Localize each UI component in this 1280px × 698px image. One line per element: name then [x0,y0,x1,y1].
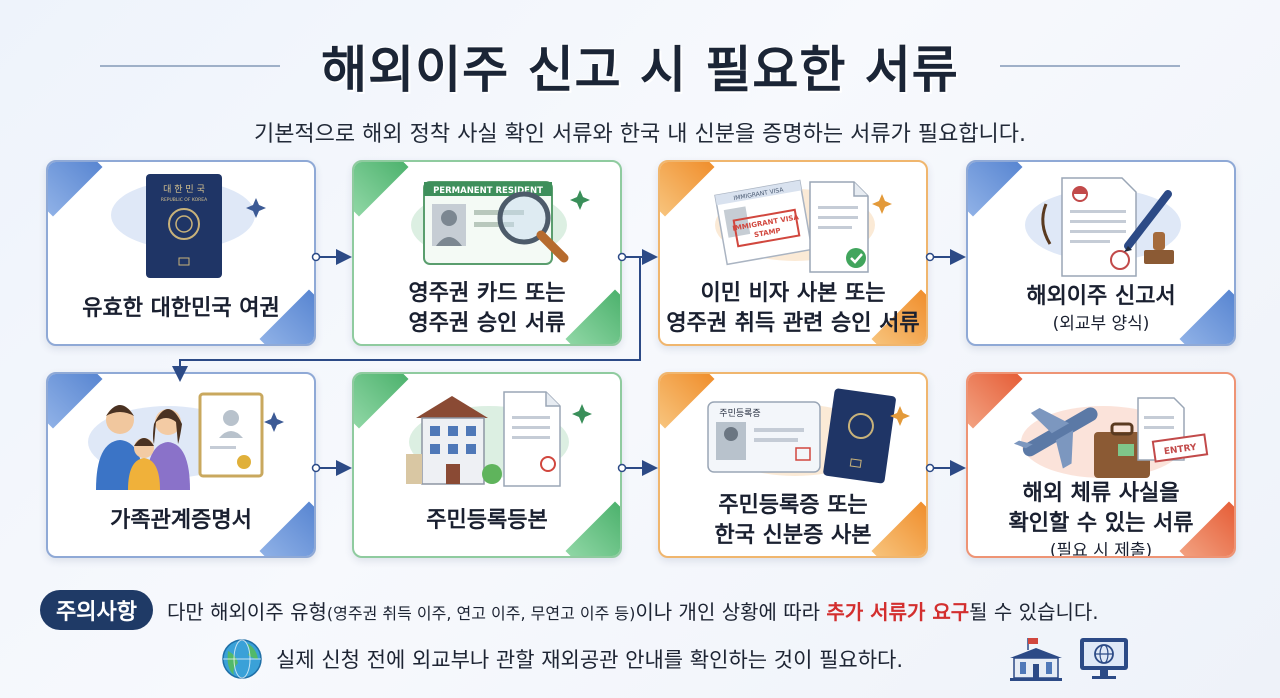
card-label-line2: 확인할 수 있는 서류 [1008,511,1194,536]
footer-text: 실제 신청 전에 외교부나 관할 재외공관 안내를 확인하는 것이 필요하다. [276,648,904,672]
card-id-copy: 주민등록증 주민등록증 또는 한국 신분증 사본 [658,372,928,558]
card-label-line1: 주민등록증 또는 [718,493,868,518]
plane-luggage-icon: ENTRY [1013,397,1209,478]
card-pr-card: PERMANENT RESIDENT 영주권 카드 또는 영주권 승인 서류 [352,160,622,346]
visa-document-icon: IMMIGRANT VISA IMMIGRANT VISA STAMP [714,179,892,273]
card-label-sub: (외교부 양식) [1052,314,1150,334]
card-overseas-stay: ENTRY 해외 체류 사실을 확인할 수 있는 서류 (필요 시 제출) [966,372,1236,558]
notice-text: 다만 해외이주 유형(영주권 취득 이주, 연고 이주, 무연고 이주 등)이나… [167,596,1099,625]
card-label-line1: 해외 체류 사실을 [1022,481,1180,506]
card-label-sub: (필요 시 제출) [1049,541,1153,558]
monitor-globe-icon [1080,638,1128,679]
card-label: 유효한 대한민국 여권 [82,296,280,321]
passport-icon: 대 한 민 국 REPUBLIC OF KOREA [111,174,266,278]
page-subtitle: 기본적으로 해외 정착 사실 확인 서류와 한국 내 신분을 증명하는 서류가 … [253,122,1027,147]
title-divider-right [1000,65,1180,67]
card-passport: 대 한 민 국 REPUBLIC OF KOREA 유효한 대한민국 여권 [46,160,316,346]
footer-row: 실제 신청 전에 외교부나 관할 재외공관 안내를 확인하는 것이 필요하다. [220,636,903,682]
family-certificate-icon [88,392,284,490]
card-label-line2: 영주권 취득 관련 승인 서류 [666,311,920,336]
card-label: 주민등록등본 [426,508,548,533]
svg-text:REPUBLIC OF KOREA: REPUBLIC OF KOREA [161,197,208,203]
building-document-icon [406,391,592,487]
card-resident-register: 주민등록등본 [352,372,622,558]
page-title: 해외이주 신고 시 필요한 서류 [321,41,959,99]
card-emigration-report: 해외이주 신고서 (외교부 양식) [966,160,1236,346]
globe-icon [222,639,262,679]
pr-card-magnifier-icon: PERMANENT RESIDENT [411,181,590,265]
svg-text:ENTRY: ENTRY [1163,443,1197,458]
card-visa: IMMIGRANT VISA IMMIGRANT VISA STAMP 이민 비… [658,160,928,346]
card-label-line2: 영주권 승인 서류 [408,311,566,336]
card-label-line2: 한국 신분증 사본 [714,523,872,548]
card-family-relation: 가족관계증명서 [46,372,316,558]
id-card-passport-icon: 주민등록증 [707,388,910,484]
svg-text:주민등록증: 주민등록증 [719,408,760,419]
svg-text:대 한 민 국: 대 한 민 국 [163,184,205,195]
notice-text-a: 다만 해외이주 유형 [166,599,327,624]
title-divider-left [100,65,280,67]
card-label-line1: 해외이주 신고서 [1026,284,1176,309]
title-area: 해외이주 신고 시 필요한 서류 [0,30,1280,100]
form-pen-stamp-icon [1025,177,1181,277]
card-label: 가족관계증명서 [110,508,252,533]
card-label-line1: 영주권 카드 또는 [408,281,566,306]
notice-text-highlight: 추가 서류가 요구 [826,599,970,624]
svg-text:PERMANENT RESIDENT: PERMANENT RESIDENT [433,186,543,196]
notice-text-c: 될 수 있습니다. [969,599,1099,624]
card-label-line1: 이민 비자 사본 또는 [700,281,886,306]
notice-badge: 주의사항 [40,590,153,630]
notice-row: 주의사항 다만 해외이주 유형(영주권 취득 이주, 연고 이주, 무연고 이주… [40,590,1099,630]
notice-text-paren: (영주권 취득 이주, 연고 이주, 무연고 이주 등) [326,603,636,623]
notice-text-b: 이나 개인 상황에 따라 [635,599,827,624]
building-icon [1010,638,1062,681]
